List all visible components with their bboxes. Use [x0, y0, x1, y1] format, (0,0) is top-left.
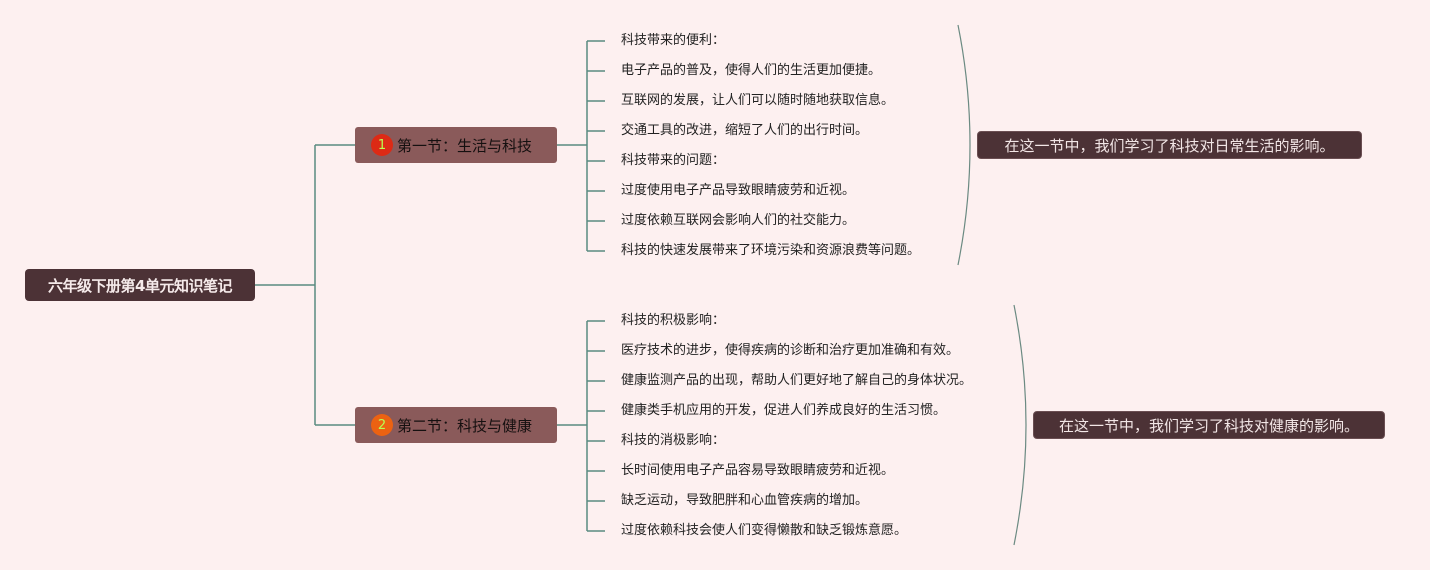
section-2-title: 第二节：科技与健康 — [397, 416, 533, 435]
section-1-item[interactable]: 过度使用电子产品导致眼睛疲劳和近视。 — [621, 183, 856, 198]
section-1-summary-bracket — [957, 24, 971, 266]
section-1-title: 第一节：生活与科技 — [397, 136, 533, 155]
section-1-summary-text: 在这一节中，我们学习了科技对日常生活的影响。 — [1004, 136, 1335, 155]
section-1-item[interactable]: 互联网的发展，让人们可以随时随地获取信息。 — [621, 93, 895, 108]
section-2-number-badge: 2 — [371, 414, 393, 436]
section-2-summary-text: 在这一节中，我们学习了科技对健康的影响。 — [1058, 416, 1359, 435]
section-1-topic[interactable]: 1 第一节：生活与科技 — [355, 127, 557, 163]
section-1-summary[interactable]: 在这一节中，我们学习了科技对日常生活的影响。 — [977, 131, 1362, 159]
section-1-item[interactable]: 科技的快速发展带来了环境污染和资源浪费等问题。 — [621, 243, 921, 258]
root-topic-label: 六年级下册第4单元知识笔记 — [48, 276, 232, 295]
section-2-item[interactable]: 缺乏运动，导致肥胖和心血管疾病的增加。 — [621, 493, 869, 508]
section-2-item[interactable]: 科技的积极影响： — [621, 313, 726, 328]
section-1-item[interactable]: 交通工具的改进，缩短了人们的出行时间。 — [621, 123, 869, 138]
section-2-summary-bracket — [1013, 304, 1027, 546]
section-2-topic[interactable]: 2 第二节：科技与健康 — [355, 407, 557, 443]
root-topic[interactable]: 六年级下册第4单元知识笔记 — [25, 269, 255, 301]
section-2-summary[interactable]: 在这一节中，我们学习了科技对健康的影响。 — [1033, 411, 1385, 439]
section-2-item[interactable]: 健康类手机应用的开发，促进人们养成良好的生活习惯。 — [621, 403, 947, 418]
section-1-item[interactable]: 过度依赖互联网会影响人们的社交能力。 — [621, 213, 856, 228]
section-1-item[interactable]: 科技带来的便利： — [621, 33, 726, 48]
section-1-number-badge: 1 — [371, 134, 393, 156]
section-2-item[interactable]: 科技的消极影响： — [621, 433, 726, 448]
section-1-item[interactable]: 科技带来的问题： — [621, 153, 726, 168]
section-1-item[interactable]: 电子产品的普及，使得人们的生活更加便捷。 — [621, 63, 882, 78]
section-2-item[interactable]: 长时间使用电子产品容易导致眼睛疲劳和近视。 — [621, 463, 895, 478]
section-2-item[interactable]: 过度依赖科技会使人们变得懒散和缺乏锻炼意愿。 — [621, 523, 908, 538]
section-2-item[interactable]: 医疗技术的进步，使得疾病的诊断和治疗更加准确和有效。 — [621, 343, 960, 358]
section-2-item[interactable]: 健康监测产品的出现，帮助人们更好地了解自己的身体状况。 — [621, 373, 973, 388]
